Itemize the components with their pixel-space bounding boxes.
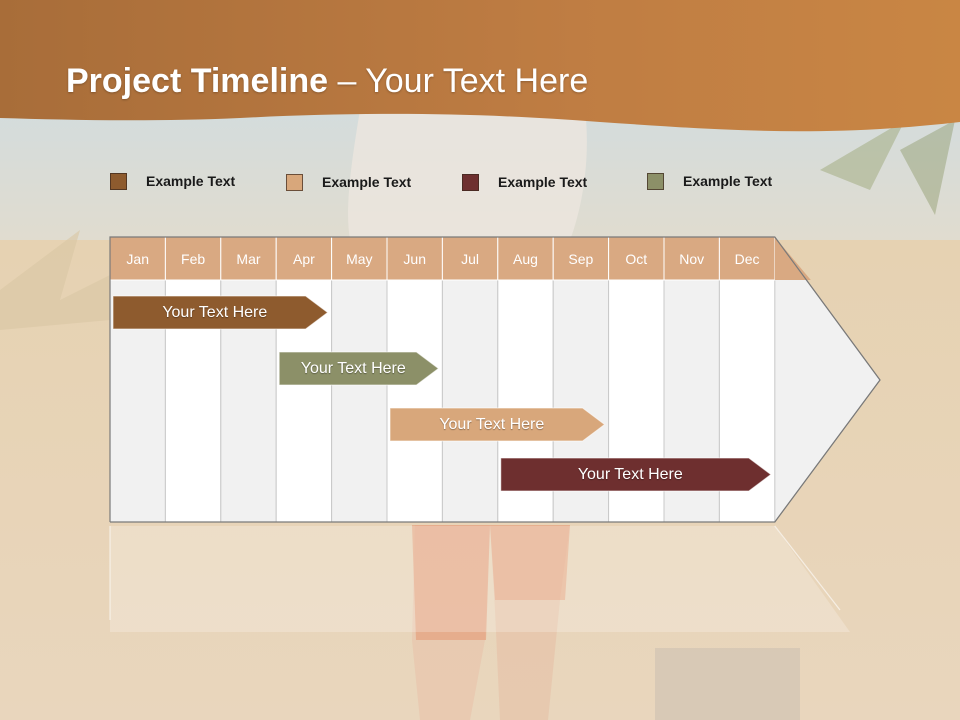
task-bar-label[interactable]: Your Text Here [577, 465, 683, 483]
month-label: Sep [568, 250, 594, 267]
task-bar-shape [389, 407, 606, 442]
page-title: Project Timeline – Your Text Here [66, 58, 588, 104]
legend-swatch [462, 173, 479, 191]
task-bar-shape [112, 295, 329, 330]
month-label: May [346, 250, 373, 267]
month-column [386, 279, 443, 523]
task-bar-label[interactable]: Your Text Here [300, 359, 406, 377]
legend-label: Example Text [683, 173, 773, 189]
timeline-reflection [110, 526, 850, 632]
legend-item: Example Text [647, 171, 772, 191]
legend-item: Example Text [110, 171, 235, 191]
title-rest: – Your Text Here [328, 62, 589, 100]
month-label: Jan [126, 250, 149, 267]
month-label: Apr [292, 250, 315, 267]
month-label: Jun [403, 250, 426, 267]
legend-label: Example Text [498, 174, 588, 190]
month-column [441, 279, 499, 523]
month-label: Aug [513, 250, 538, 267]
month-label: Dec [734, 250, 760, 267]
month-header-cell [718, 236, 776, 281]
month-header-cell [275, 236, 333, 281]
timeline-outline [109, 236, 881, 523]
month-label: Oct [625, 250, 648, 267]
legend-item: Example Text [286, 172, 411, 192]
reflection-edge [774, 525, 841, 611]
month-header-cell [441, 236, 499, 281]
task-bar-label[interactable]: Your Text Here [162, 303, 268, 321]
month-column [331, 279, 388, 523]
legend-swatch [286, 173, 303, 191]
task-bar-label[interactable]: Your Text Here [439, 415, 545, 433]
task-bar-shape [278, 351, 440, 386]
legend-label: Example Text [146, 173, 236, 189]
month-header-cell [663, 236, 720, 281]
month-label: Nov [679, 250, 705, 267]
title-bold: Project Timeline [66, 62, 329, 100]
month-header-tail [774, 237, 811, 280]
month-label: Mar [236, 250, 261, 267]
month-label: Jul [461, 250, 480, 267]
month-label: Feb [181, 250, 206, 267]
legend-label: Example Text [322, 174, 412, 190]
month-header-cell [608, 236, 665, 281]
legend-swatch [647, 172, 664, 190]
legend-item: Example Text [462, 172, 587, 192]
month-header-cell [164, 236, 222, 281]
task-bar-shape [500, 457, 772, 492]
legend-swatch [110, 172, 127, 190]
month-header-cell [109, 236, 166, 281]
